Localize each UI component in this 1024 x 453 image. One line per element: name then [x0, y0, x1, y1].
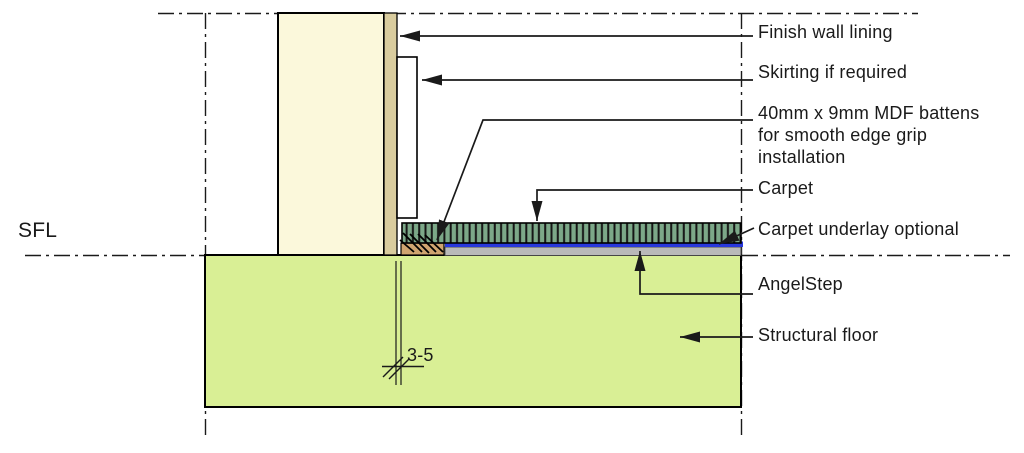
- label-carpet-underlay: Carpet underlay optional: [758, 219, 959, 239]
- leader-carpet: [531, 189, 753, 221]
- label-skirting: Skirting if required: [758, 62, 908, 82]
- carpet-shape: [401, 222, 742, 244]
- mdf-batten-shape: [400, 242, 445, 256]
- label-structural-floor: Structural floor: [758, 325, 879, 345]
- skirting-shape: [396, 56, 418, 219]
- leader-mdf-battens: [436, 119, 753, 241]
- label-mdf-battens: 40mm x 9mm MDF battens for smooth edge g…: [758, 103, 980, 167]
- leader-carpet-underlay: [718, 227, 755, 245]
- wall-lining-shape: [383, 12, 398, 256]
- structural-floor-shape: [204, 254, 742, 408]
- label-angelstep: AngelStep: [758, 274, 843, 294]
- wall-framing-shape: [277, 12, 385, 256]
- gap-dimension-label: 3-5: [407, 345, 434, 365]
- label-carpet: Carpet: [758, 178, 814, 198]
- leader-angelstep: [634, 251, 753, 295]
- sfl-label: SFL: [18, 219, 58, 242]
- gap-dimension-lines: [382, 261, 424, 385]
- label-finish-wall-lining: Finish wall lining: [758, 22, 893, 42]
- angelstep-layer-shape: [444, 246, 742, 256]
- grip-pin-hatching: [399, 232, 444, 254]
- carpet-underlay-shape: [445, 241, 743, 247]
